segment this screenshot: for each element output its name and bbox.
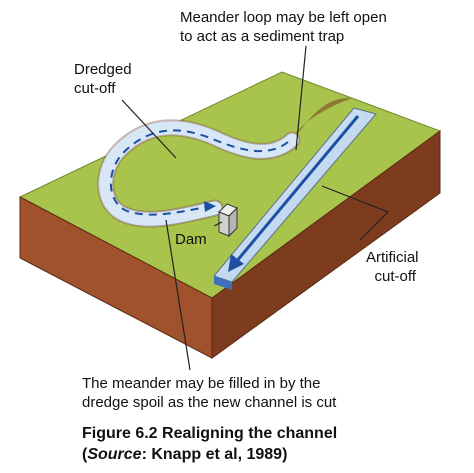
leader-artificial-cutoff <box>321 185 390 241</box>
label-artificial-cutoff-line1: Artificial <box>366 249 419 266</box>
label-dredged-cutoff: Dredged cut-off <box>74 60 132 98</box>
label-dredged-cutoff-line1: Dredged <box>74 61 132 78</box>
leader-meander-loop <box>295 45 307 151</box>
figure-caption: Figure 6.2 Realigning the channel (Sourc… <box>82 423 337 465</box>
dam <box>218 203 238 238</box>
caption-title: Figure 6.2 Realigning the channel <box>82 425 338 442</box>
meander-channel-water <box>99 121 299 226</box>
label-dredged-cutoff-line2: cut-off <box>74 80 116 97</box>
dam-side <box>228 206 238 238</box>
landscape-block <box>18 71 442 359</box>
artificial-channel-arrowhead <box>228 254 244 272</box>
dam-front <box>218 211 230 237</box>
label-artificial-cutoff: Artificial cut-off <box>366 248 419 286</box>
label-meander-loop-line1: Meander loop may be left open <box>180 9 387 26</box>
label-meander-loop-line2: to act as a sediment trap <box>180 28 345 45</box>
caption-source: (Source: Knapp et al, 1989) <box>82 444 337 465</box>
leader-lines <box>121 45 390 371</box>
artificial-channel-outflow <box>214 276 232 290</box>
caption-open-paren: ( <box>82 446 88 463</box>
meander-flow-dashes <box>109 129 289 216</box>
caption-source-rest: : Knapp et al, 1989) <box>141 446 288 463</box>
meander-flow-arrowhead <box>204 201 216 212</box>
label-artificial-cutoff-line2: cut-off <box>374 268 416 285</box>
leader-meander-filled <box>165 219 191 371</box>
label-meander-filled-line1: The meander may be filled in by the <box>82 375 321 392</box>
artificial-channel <box>213 107 377 290</box>
caption-source-word: Source <box>87 446 142 463</box>
label-meander-filled: The meander may be filled in by the dred… <box>82 374 336 412</box>
label-meander-filled-line2: dredge spoil as the new channel is cut <box>82 394 337 411</box>
leader-dam <box>213 221 223 227</box>
label-dam: Dam <box>175 230 207 249</box>
block-right-face <box>211 130 441 359</box>
label-dam-text: Dam <box>175 231 207 248</box>
leader-dredged-cutoff <box>121 99 177 159</box>
artificial-channel-flow-line <box>234 115 360 263</box>
label-meander-loop: Meander loop may be left open to act as … <box>180 8 387 46</box>
